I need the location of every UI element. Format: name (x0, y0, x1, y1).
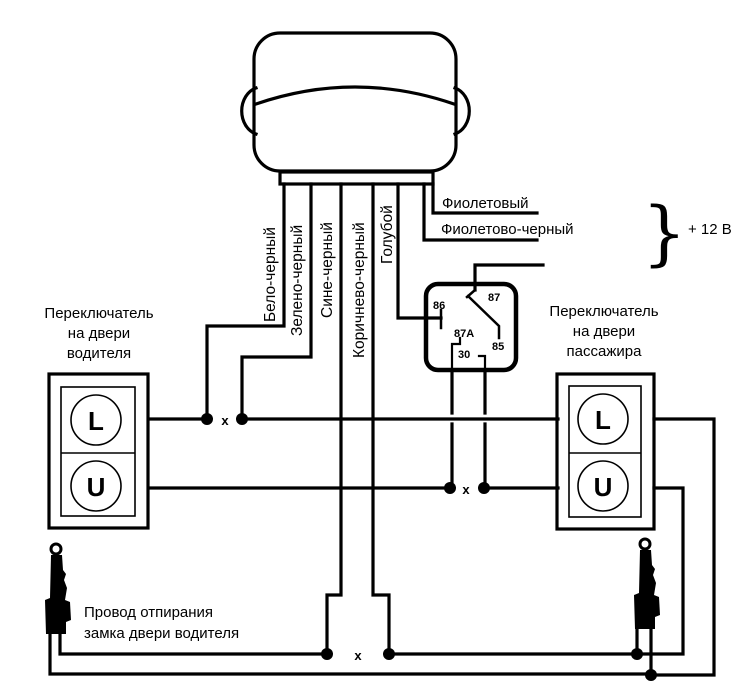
actuator-rod-eye (638, 537, 652, 551)
driver-lock-button[interactable]: L (70, 394, 122, 446)
junction-dot (645, 669, 657, 681)
passenger-door-switch: Переключатель на двери пассажира L U (549, 303, 659, 531)
wire-label-blue-black: Сине-черный (319, 222, 336, 318)
driver-door-switch: Переключатель на двери водителя L U (44, 305, 154, 530)
control-unit-right-ear (452, 85, 471, 137)
wire-violet (431, 182, 539, 215)
unlock-icon: U (87, 472, 106, 502)
wire-label-green-black: Зелено-черный (289, 225, 306, 336)
lock-icon: L (88, 406, 104, 436)
control-unit (240, 31, 471, 186)
lock-icon: L (595, 405, 611, 435)
cut-marker: x (354, 648, 362, 663)
junction-dot (478, 482, 490, 494)
passenger-switch-frame (555, 372, 656, 531)
junction-dot (201, 413, 213, 425)
cut-marker: x (462, 482, 470, 497)
driver-switch-label-line3: водителя (67, 345, 131, 362)
actuator-rod-eye (49, 542, 63, 556)
junction-dot (236, 413, 248, 425)
junction-dot (321, 648, 333, 660)
control-unit-body (252, 31, 458, 173)
relay-pin-87a: 87A (454, 328, 474, 340)
wire-driver-actuator-a (58, 632, 642, 656)
cut-marker: x (221, 413, 229, 428)
actuator-rod (634, 550, 660, 629)
passenger-switch-label-line3: пассажира (567, 343, 643, 360)
wire-label-white-black: Бело-черный (262, 227, 279, 322)
relay: 86 87 87A 30 85 (423, 281, 519, 374)
driver-switch-label-line2: на двери (68, 325, 130, 342)
wire-relay-87 (473, 263, 545, 292)
control-unit-connector (278, 170, 435, 186)
wire-green-black (240, 182, 313, 420)
wire-violet-black (422, 182, 539, 242)
relay-pin-30: 30 (458, 349, 470, 361)
relay-body (423, 281, 519, 373)
passenger-lock-actuator (634, 537, 660, 629)
driver-lock-wire-label-line2: замка двери водителя (84, 625, 239, 642)
relay-pin-86: 86 (433, 300, 445, 312)
brace-icon: } (642, 192, 687, 274)
relay-30-bracket (450, 336, 462, 374)
power-supply: } + 12 В (642, 192, 732, 274)
actuator-rod (45, 555, 71, 634)
driver-unlock-button[interactable]: U (70, 460, 122, 512)
wire-driver-actuator-b (48, 632, 654, 676)
wire-label-brown-black: Коричнево-черный (351, 222, 368, 358)
relay-pin-87: 87 (488, 292, 500, 304)
wire-label-light-blue: Голубой (379, 205, 396, 264)
control-unit-seam (253, 85, 457, 107)
driver-switch-inner (60, 386, 136, 517)
wire-labels: Бело-черный Зелено-черный Сине-черный Ко… (262, 195, 574, 358)
driver-lock-actuator: Провод отпирания замка двери водителя (45, 542, 239, 642)
wire-passenger-lock-loop (650, 417, 716, 677)
junction-dot (631, 648, 643, 660)
lock-button-circle[interactable] (70, 394, 122, 446)
lock-button-circle[interactable] (577, 393, 629, 445)
driver-switch-frame (47, 372, 150, 530)
wire-blue-black (325, 182, 343, 656)
relay-pin-85: 85 (492, 341, 504, 353)
passenger-switch-label-line2: на двери (573, 323, 635, 340)
unlock-button-circle[interactable] (70, 460, 122, 512)
junction-dot (383, 648, 395, 660)
power-label: + 12 В (688, 221, 732, 238)
wire-label-violet: Фиолетовый (442, 195, 529, 212)
passenger-switch-inner (568, 385, 642, 518)
unlock-button-circle[interactable] (577, 460, 629, 512)
wire-passenger-unlock-loop (638, 486, 685, 656)
driver-switch-label-line1: Переключатель (44, 305, 153, 322)
driver-lock-wire-label-line1: Провод отпирания (84, 604, 213, 621)
wire-label-violet-black: Фиолетово-черный (441, 221, 574, 238)
relay-85-bracket (477, 354, 487, 374)
passenger-lock-button[interactable]: L (577, 393, 629, 445)
junction-dot (444, 482, 456, 494)
wire-brown-black (371, 182, 391, 656)
relay-switch-arm (465, 288, 501, 340)
wire-white-black (205, 182, 286, 420)
unlock-icon: U (594, 472, 613, 502)
passenger-switch-label-line1: Переключатель (549, 303, 658, 320)
control-unit-wires (205, 182, 545, 656)
control-unit-left-ear (240, 85, 259, 137)
passenger-unlock-button[interactable]: U (577, 460, 629, 512)
